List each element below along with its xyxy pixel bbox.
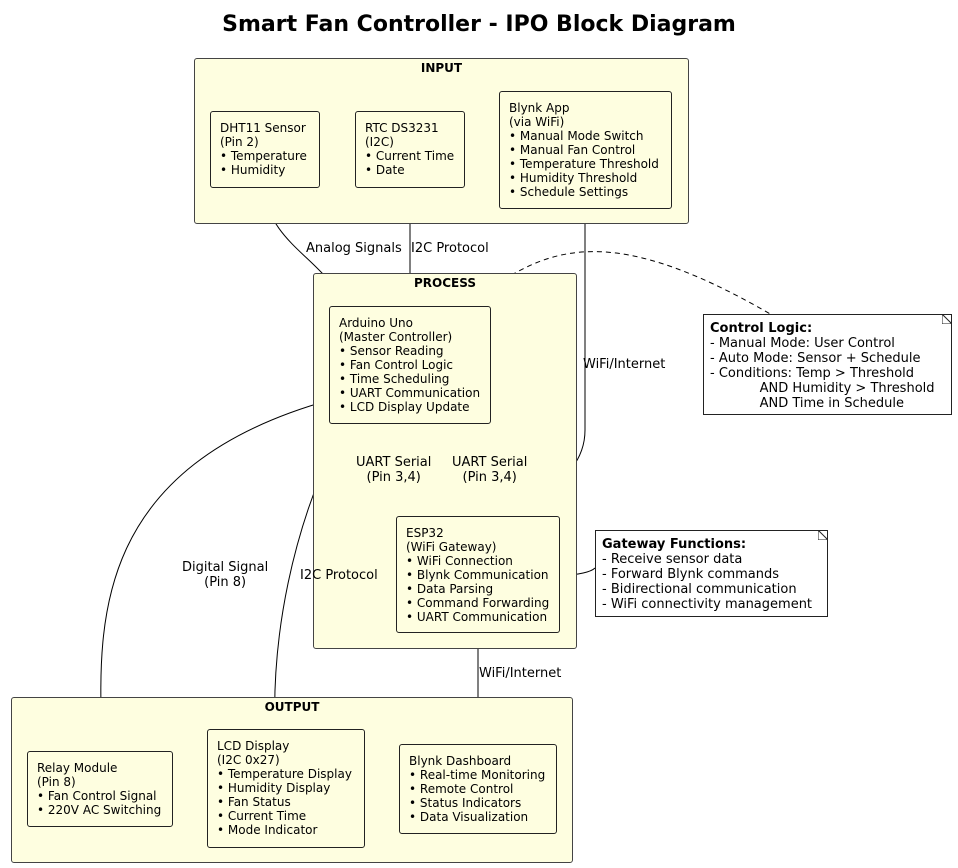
text-line: - Manual Mode: User Control — [710, 336, 895, 351]
edge-label-uart-arduino-to-esp32: UART Serial (Pin 3,4) — [356, 455, 432, 485]
component-relay-module: Relay Module(Pin 8)• Fan Control Signal•… — [27, 751, 173, 827]
note-control-logic: Control Logic: - Manual Mode: User Contr… — [703, 314, 952, 415]
text-line: • Command Forwarding — [406, 596, 550, 610]
component-esp32: ESP32(WiFi Gateway)• WiFi Connection• Bl… — [396, 516, 560, 633]
component-blynk-dashboard: Blynk Dashboard• Real-time Monitoring• R… — [399, 744, 557, 834]
edge-label-analog-signals: Analog Signals — [306, 241, 402, 256]
group-input-label: INPUT — [420, 61, 463, 75]
component-arduino-uno: Arduino Uno(Master Controller)• Sensor R… — [329, 306, 491, 424]
group-output-label: OUTPUT — [264, 700, 320, 714]
text-line: • Humidity Threshold — [509, 171, 638, 185]
text-line: • Humidity — [220, 163, 286, 177]
component-lcd-display: LCD Display(I2C 0x27)• Temperature Displ… — [207, 729, 365, 848]
text-line: (Pin 8) — [37, 775, 76, 789]
text-line: Blynk App — [509, 101, 570, 115]
text-line: RTC DS3231 — [365, 121, 439, 135]
text-line: • Blynk Communication — [406, 568, 549, 582]
text-line: • Current Time — [217, 809, 307, 823]
edge-label-i2c-protocol-lcd: I2C Protocol — [300, 568, 378, 583]
edge-label-wifi-internet-app: WiFi/Internet — [583, 357, 666, 372]
text-line: • Schedule Settings — [509, 185, 629, 199]
text-line: LCD Display — [217, 739, 290, 753]
text-line: - WiFi connectivity management — [602, 597, 813, 612]
text-line: • Fan Control Logic — [339, 358, 454, 372]
text-line: • UART Communication — [339, 386, 481, 400]
text-line: • Humidity Display — [217, 781, 331, 795]
text-line: • Current Time — [365, 149, 455, 163]
text-line: ESP32 — [406, 526, 444, 540]
note-fold-icon — [942, 314, 952, 324]
text-line: AND Time in Schedule — [710, 396, 905, 411]
text-line: • WiFi Connection — [406, 554, 513, 568]
text-line: (WiFi Gateway) — [406, 540, 497, 554]
note-gateway-functions: Gateway Functions: - Receive sensor data… — [595, 530, 828, 617]
text-line: • Fan Control Signal — [37, 789, 157, 803]
text-line: • Mode Indicator — [217, 823, 318, 837]
text-line: • Status Indicators — [409, 796, 522, 810]
component-dht11-sensor: DHT11 Sensor(Pin 2)• Temperature• Humidi… — [210, 111, 320, 188]
text-line: - Receive sensor data — [602, 552, 743, 567]
note-gateway-functions-title: Gateway Functions: — [602, 537, 747, 552]
text-line: • LCD Display Update — [339, 400, 470, 414]
text-line: (I2C 0x27) — [217, 753, 280, 767]
text-line: • Data Visualization — [409, 810, 529, 824]
note-control-logic-title: Control Logic: — [710, 321, 813, 336]
text-line: • Temperature Display — [217, 767, 352, 781]
group-process-label: PROCESS — [414, 276, 476, 290]
text-line: • Date — [365, 163, 405, 177]
text-line: (Master Controller) — [339, 330, 453, 344]
text-line: • Manual Mode Switch — [509, 129, 644, 143]
text-line: DHT11 Sensor — [220, 121, 306, 135]
text-line: - Bidirectional communication — [602, 582, 797, 597]
text-line: • 220V AC Switching — [37, 803, 162, 817]
diagram-title: Smart Fan Controller - IPO Block Diagram — [222, 12, 736, 37]
component-rtc-ds3231: RTC DS3231(I2C)• Current Time• Date — [355, 111, 465, 188]
text-line: • Temperature Threshold — [509, 157, 659, 171]
component-blynk-app: Blynk App(via WiFi)• Manual Mode Switch•… — [499, 91, 672, 209]
text-line: (I2C) — [365, 135, 394, 149]
edge-label-uart-esp32-to-arduino: UART Serial (Pin 3,4) — [452, 455, 528, 485]
text-line: Relay Module — [37, 761, 118, 775]
text-line: • Temperature — [220, 149, 307, 163]
text-line: • Data Parsing — [406, 582, 494, 596]
text-line: Arduino Uno — [339, 316, 413, 330]
text-line: • Manual Fan Control — [509, 143, 636, 157]
edge-label-i2c-protocol-rtc: I2C Protocol — [411, 241, 489, 256]
edge-label-digital-signal: Digital Signal (Pin 8) — [182, 560, 269, 590]
text-line: - Forward Blynk commands — [602, 567, 780, 582]
edge-label-wifi-internet-dashboard: WiFi/Internet — [479, 666, 562, 681]
note-fold-icon — [818, 530, 828, 540]
text-line: (via WiFi) — [509, 115, 565, 129]
text-line: - Auto Mode: Sensor + Schedule — [710, 351, 921, 366]
text-line: • Sensor Reading — [339, 344, 444, 358]
text-line: AND Humidity > Threshold — [710, 381, 935, 396]
note-gateway-functions-lines: - Receive sensor data- Forward Blynk com… — [602, 552, 821, 612]
text-line: - Conditions: Temp > Threshold — [710, 366, 915, 381]
text-line: • Time Scheduling — [339, 372, 450, 386]
text-line: (Pin 2) — [220, 135, 259, 149]
text-line: • Remote Control — [409, 782, 514, 796]
text-line: Blynk Dashboard — [409, 754, 512, 768]
text-line: • Real-time Monitoring — [409, 768, 546, 782]
note-link-control-logic — [466, 251, 773, 316]
text-line: • Fan Status — [217, 795, 291, 809]
note-control-logic-lines: - Manual Mode: User Control- Auto Mode: … — [710, 336, 945, 411]
text-line: • UART Communication — [406, 610, 548, 624]
